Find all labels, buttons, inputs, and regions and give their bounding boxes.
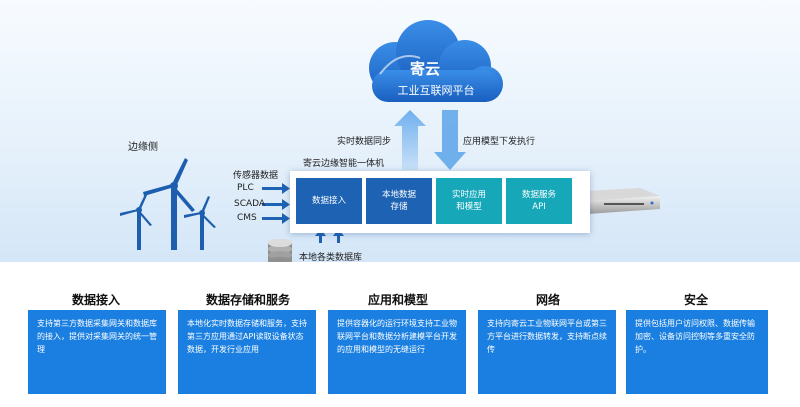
box-realtime-apps-line1: 实时应用	[451, 190, 486, 200]
feature-card-security: 提供包括用户访问权限、数据传输加密、设备访问控制等多重安全防护。	[626, 310, 768, 394]
sync-up-arrow	[394, 110, 426, 170]
box-data-service-api-line1: 数据服务	[521, 190, 556, 200]
cloud-title: 寄云	[409, 60, 440, 78]
edge-device-label: 寄云边缘智能一体机	[303, 159, 385, 169]
box-realtime-apps: 实时应用和模型	[436, 178, 502, 224]
cloud-icon	[369, 20, 503, 102]
feature-text-storage: 本地化实时数据存储和服务，支持第三方应用通过API读取设备状态数据，开发行业应用	[187, 319, 307, 354]
box-local-storage: 本地数据存储	[366, 178, 432, 224]
feature-title-data-access: 数据接入	[71, 293, 120, 307]
sync-label: 实时数据同步	[337, 137, 392, 147]
feature-card-data-access: 支持第三方数据采集网关和数据库的接入，提供对采集网关的统一管理	[28, 310, 166, 394]
box-local-storage-line2: 存储	[390, 202, 408, 212]
dispatch-label: 应用模型下发执行	[463, 137, 536, 147]
feature-title-storage: 数据存储和服务	[205, 293, 290, 307]
box-data-service-api: 数据服务 API	[506, 178, 572, 224]
database-icon	[268, 239, 292, 262]
box-local-storage-line1: 本地数据	[381, 190, 416, 200]
feature-card-apps: 提供容器化的运行环境支持工业物联网平台和数据分析建模平台开发的应用和模型的无缝运…	[328, 310, 466, 394]
edge-side-label: 边缘侧	[128, 142, 158, 153]
architecture-diagram: 寄云 工业互联网平台 实时数据同步 应用模型下发执行 边缘侧 寄云边缘智能一体机…	[0, 0, 800, 262]
source-cms: CMS	[237, 213, 257, 223]
box-data-access-line1: 数据接入	[311, 196, 346, 206]
feature-title-apps: 应用和模型	[367, 293, 428, 307]
feature-text-network: 支持向寄云工业物联网平台或第三方平台进行数据转发，支持断点续传	[487, 319, 607, 354]
feature-text-apps: 提供容器化的运行环境支持工业物联网平台和数据分析建模平台开发的应用和模型的无缝运…	[337, 319, 457, 354]
source-scada: SCADA	[234, 199, 266, 209]
sensor-arrows	[262, 183, 290, 224]
feature-text-security: 提供包括用户访问权限、数据传输加密、设备访问控制等多重安全防护。	[635, 319, 755, 354]
source-plc: PLC	[237, 183, 254, 193]
sensor-data-label: 传感器数据	[233, 171, 279, 181]
feature-card-storage: 本地化实时数据存储和服务，支持第三方应用通过API读取设备状态数据，开发行业应用	[178, 310, 316, 394]
diagram-graphics	[120, 20, 660, 262]
cloud-subtitle: 工业互联网平台	[397, 84, 475, 97]
box-realtime-apps-line2: 和模型	[456, 202, 482, 212]
box-data-service-api-line2: API	[532, 202, 546, 212]
box-data-access: 数据接入	[296, 178, 362, 224]
feature-title-network: 网络	[535, 293, 560, 307]
feature-text-data-access: 支持第三方数据采集网关和数据库的接入，提供对采集网关的统一管理	[37, 319, 157, 354]
dispatch-down-arrow	[434, 110, 466, 170]
feature-title-security: 安全	[683, 293, 708, 307]
local-db-label: 本地各类数据库	[299, 253, 363, 262]
wind-turbine-icon	[120, 158, 216, 250]
feature-card-network: 支持向寄云工业物联网平台或第三方平台进行数据转发，支持断点续传	[478, 310, 616, 394]
